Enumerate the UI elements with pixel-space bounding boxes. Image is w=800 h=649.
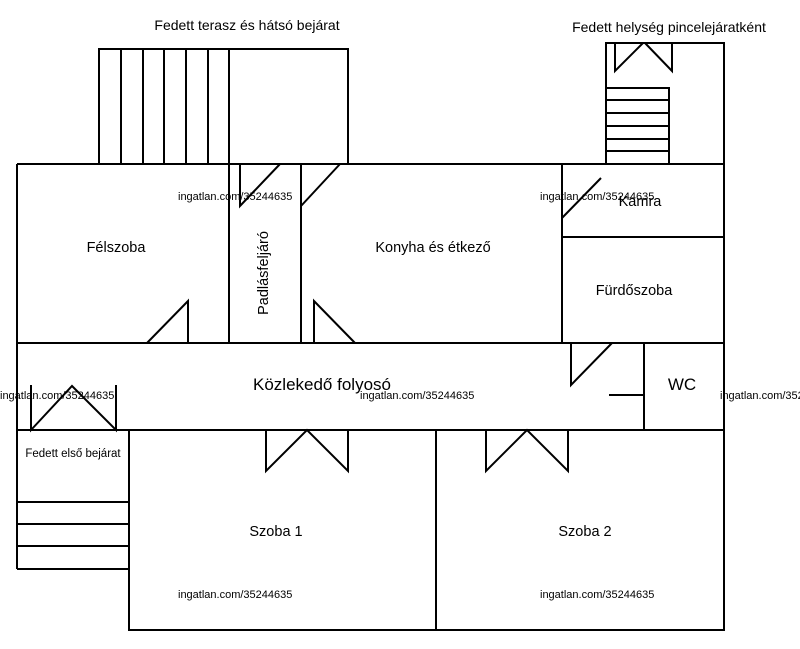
door-swing xyxy=(644,42,673,74)
door-szoba2 xyxy=(485,428,569,474)
label-wc: WC xyxy=(668,375,696,394)
label-felszoba: Félszoba xyxy=(87,240,147,256)
watermarks: ingatlan.com/35244635 ingatlan.com/35244… xyxy=(0,191,800,601)
door-konyha-bottom xyxy=(313,298,356,344)
watermark: ingatlan.com/35244635 xyxy=(178,589,292,601)
watermark: ingatlan.com/35244635 xyxy=(720,390,800,402)
label-terrace: Fedett terasz és hátsó bejárat xyxy=(154,17,339,33)
door-swing xyxy=(614,42,644,74)
cellar-entrance xyxy=(605,42,725,165)
label-front: Fedett első bejárat xyxy=(25,448,121,460)
room-labels: Fedett terasz és hátsó bejárat Fedett he… xyxy=(25,17,766,540)
door-padlas xyxy=(239,163,281,209)
label-kamra: Kamra xyxy=(619,194,663,210)
watermark: ingatlan.com/35244635 xyxy=(360,390,474,402)
label-furdo: Fürdőszoba xyxy=(596,283,674,299)
back-terrace xyxy=(98,48,349,165)
doors xyxy=(30,163,645,474)
door-front xyxy=(30,384,117,433)
watermark: ingatlan.com/35244635 xyxy=(178,191,292,203)
door-konyha-top xyxy=(300,163,341,209)
label-cellar: Fedett helység pincelejáratként xyxy=(572,19,766,35)
label-konyha: Konyha és étkező xyxy=(375,240,490,256)
label-szoba1: Szoba 1 xyxy=(249,524,302,540)
door-kamra xyxy=(561,177,602,221)
terrace-outline xyxy=(98,48,349,165)
label-folyoso: Közlekedő folyosó xyxy=(253,375,391,394)
watermark: ingatlan.com/35244635 xyxy=(540,589,654,601)
watermark: ingatlan.com/35244635 xyxy=(540,191,654,203)
door-felszoba xyxy=(146,298,189,344)
door-szoba1 xyxy=(265,428,349,474)
door-wc xyxy=(609,394,645,430)
front-entrance xyxy=(16,430,129,570)
label-szoba2: Szoba 2 xyxy=(558,524,611,540)
label-padlas: Padlásfeljáró xyxy=(256,231,272,315)
door-furdo xyxy=(570,342,613,388)
